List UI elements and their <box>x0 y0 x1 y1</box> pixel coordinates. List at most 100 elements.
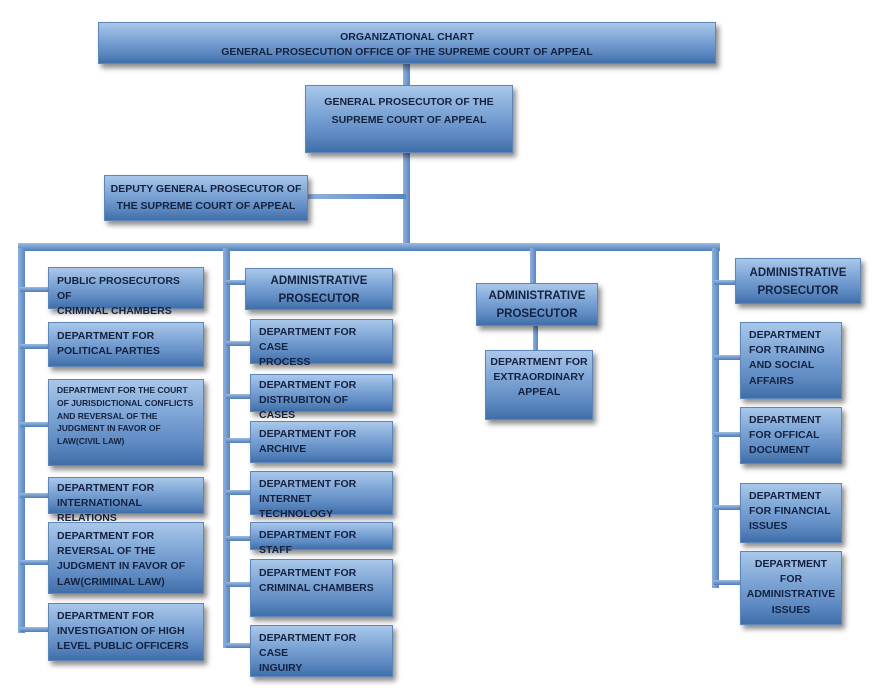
dept-text: EXTRAORDINARY <box>493 371 585 384</box>
branch-c1-5 <box>20 627 48 632</box>
general-prosecutor-line1: GENERAL PROSECUTOR OF THE <box>324 96 494 108</box>
dept-text: LAW(CRIMINAL LAW) <box>57 575 165 588</box>
admin-prosecutor-box-c4: ADMINISTRATIVE PROSECUTOR <box>735 258 861 304</box>
branch-c4-1 <box>714 432 740 437</box>
deputy-line2: THE SUPREME COURT OF APPEAL <box>116 200 296 213</box>
branch-c2-4 <box>226 536 250 541</box>
branch-c2-0 <box>226 341 252 346</box>
dept-text: ISSUES <box>771 603 811 616</box>
branch-c1-2 <box>20 422 48 427</box>
dept-box-c2-2: DEPARTMENT FOR ARCHIVE <box>250 421 393 463</box>
dept-text: DEPARTMENT <box>749 490 822 502</box>
dept-text: DISTRUBITON OF CASES <box>259 394 349 422</box>
dept-box-c2-6: DEPARTMENT FOR CASE INGUIRY <box>250 625 393 677</box>
dept-text: AND REVERSAL OF THE <box>57 410 158 421</box>
connector-main-vertical <box>403 64 410 250</box>
dept-text: DEPARTMENT <box>749 329 822 341</box>
dept-text: ISSUES <box>749 520 788 533</box>
dept-text: INTERNATIONAL RELATIONS <box>57 497 142 525</box>
dept-text: AFFAIRS <box>749 374 794 387</box>
dept-text: DEPARTMENT <box>754 558 828 570</box>
dept-box-c2-5: DEPARTMENT FOR CRIMINAL CHAMBERS <box>250 559 393 617</box>
branch-c2-2 <box>226 438 250 443</box>
dept-box-c1-3: DEPARTMENT FOR INTERNATIONAL RELATIONS <box>48 477 204 524</box>
branch-c1-3 <box>20 493 48 498</box>
branch-c4-2 <box>714 505 740 510</box>
dept-text: DEPARTMENT FOR <box>57 330 155 342</box>
dept-text: FOR FINANCIAL <box>749 505 831 518</box>
dept-box-c1-5: DEPARTMENT FOR INVESTIGATION OF HIGH LEV… <box>48 603 204 661</box>
dept-text: PROCESS <box>259 356 311 369</box>
connector-deputy <box>308 194 406 199</box>
branch-c2-3 <box>226 490 250 495</box>
dept-text: CRIMINAL CHAMBERS <box>57 305 172 318</box>
dept-text: DEPARTMENT FOR <box>259 379 357 391</box>
admin-prosecutor-box-c3: ADMINISTRATIVE PROSECUTOR <box>476 283 598 326</box>
connector-col3-vertical <box>530 248 536 283</box>
connector-col4-vertical <box>712 248 719 588</box>
branch-c2-5 <box>226 582 250 587</box>
branch-c1-1 <box>20 344 48 349</box>
dept-text: LEVEL PUBLIC OFFICERS <box>57 640 189 653</box>
dept-box-c4-2: DEPARTMENT FOR FINANCIAL ISSUES <box>740 483 842 543</box>
chart-title-box: ORGANIZATIONAL CHART GENERAL PROSECUTION… <box>98 22 716 64</box>
dept-text: DEPARTMENT FOR THE COURT <box>57 385 188 395</box>
dept-box-c2-4: DEPARTMENT FOR STAFF <box>250 522 393 556</box>
dept-text: DEPARTMENT FOR STAFF <box>259 529 357 557</box>
dept-text: DEPARTMENT FOR <box>57 482 155 494</box>
branch-c2-6 <box>226 643 252 648</box>
dept-text: REVERSAL OF THE <box>57 545 156 558</box>
admin-head-text: ADMINISTRATIVE <box>270 275 368 287</box>
admin-head-text: PROSECUTOR <box>757 284 839 297</box>
dept-box-c3-0: DEPARTMENT FOR EXTRAORDINARY APPEAL <box>485 350 593 420</box>
dept-text: JUDGMENT IN FAVOR OF <box>57 560 186 573</box>
dept-text: DEPARTMENT FOR <box>57 610 155 622</box>
deputy-line1: DEPUTY GENERAL PROSECUTOR OF <box>110 183 302 195</box>
dept-text: OF JURISDICTIONAL CONFLICTS <box>57 397 194 408</box>
dept-text: AND SOCIAL <box>749 359 815 372</box>
chart-title: ORGANIZATIONAL CHART <box>340 31 474 43</box>
branch-c1-0 <box>20 287 48 292</box>
dept-box-c2-1: DEPARTMENT FOR DISTRUBITON OF CASES <box>250 374 393 421</box>
connector-col3-down <box>533 326 538 350</box>
dept-text: FOR TRAINING <box>749 344 825 357</box>
dept-text: INVESTIGATION OF HIGH <box>57 625 185 638</box>
dept-text: DEPARTMENT FOR <box>259 428 357 440</box>
dept-box-c4-1: DEPARTMENT FOR OFFICAL DOCUMENT <box>740 407 842 464</box>
dept-text: LAW(CIVIL LAW) <box>57 436 125 446</box>
dept-box-c2-3: DEPARTMENT FOR INTERNET TECHNOLOGY <box>250 471 393 520</box>
deputy-prosecutor-box: DEPUTY GENERAL PROSECUTOR OF THE SUPREME… <box>104 175 308 221</box>
dept-text: FOR OFFICAL <box>749 429 820 442</box>
dept-box-c1-0: PUBLIC PROSECUTORS OF CRIMINAL CHAMBERS <box>48 267 204 317</box>
dept-text: INTERNET TECHNOLOGY <box>259 493 334 521</box>
dept-box-c1-1: DEPARTMENT FOR POLITICAL PARTIES <box>48 322 204 367</box>
dept-text: DEPARTMENT FOR CASE <box>259 326 357 354</box>
connector-col2-vertical <box>223 248 230 648</box>
chart-subtitle: GENERAL PROSECUTION OFFICE OF THE SUPREM… <box>221 45 593 58</box>
admin-head-text: PROSECUTOR <box>496 307 578 320</box>
general-prosecutor-line2: SUPREME COURT OF APPEAL <box>331 113 487 126</box>
dept-text: INGUIRY <box>259 662 303 675</box>
dept-text: CRIMINAL CHAMBERS <box>259 582 374 595</box>
dept-text: PUBLIC PROSECUTORS OF <box>57 275 180 303</box>
branch-c4-3 <box>714 580 740 585</box>
dept-box-c2-0: DEPARTMENT FOR CASE PROCESS <box>250 319 393 368</box>
dept-text: ADMINISTRATIVE <box>746 588 836 601</box>
connector-main-horizontal <box>18 243 720 251</box>
admin-prosecutor-box-c2: ADMINISTRATIVE PROSECUTOR <box>245 268 393 310</box>
dept-box-c4-3: DEPARTMENT FOR ADMINISTRATIVE ISSUES <box>740 551 842 625</box>
dept-text: DEPARTMENT FOR CASE <box>259 632 357 660</box>
admin-head-text: ADMINISTRATIVE <box>749 267 847 279</box>
dept-text: FOR <box>779 573 803 586</box>
dept-text: DEPARTMENT FOR <box>259 478 357 490</box>
branch-c4-0 <box>714 355 740 360</box>
admin-head-text: PROSECUTOR <box>278 292 360 305</box>
dept-text: DEPARTMENT <box>749 414 822 426</box>
dept-box-c1-4: DEPARTMENT FOR REVERSAL OF THE JUDGMENT … <box>48 522 204 594</box>
dept-text: POLITICAL PARTIES <box>57 345 160 358</box>
general-prosecutor-box: GENERAL PROSECUTOR OF THE SUPREME COURT … <box>305 85 513 153</box>
dept-text: JUDGMENT IN FAVOR OF <box>57 423 161 434</box>
dept-text: DEPARTMENT FOR <box>57 530 155 542</box>
dept-box-c4-0: DEPARTMENT FOR TRAINING AND SOCIAL AFFAI… <box>740 322 842 399</box>
branch-c2-1 <box>226 394 250 399</box>
